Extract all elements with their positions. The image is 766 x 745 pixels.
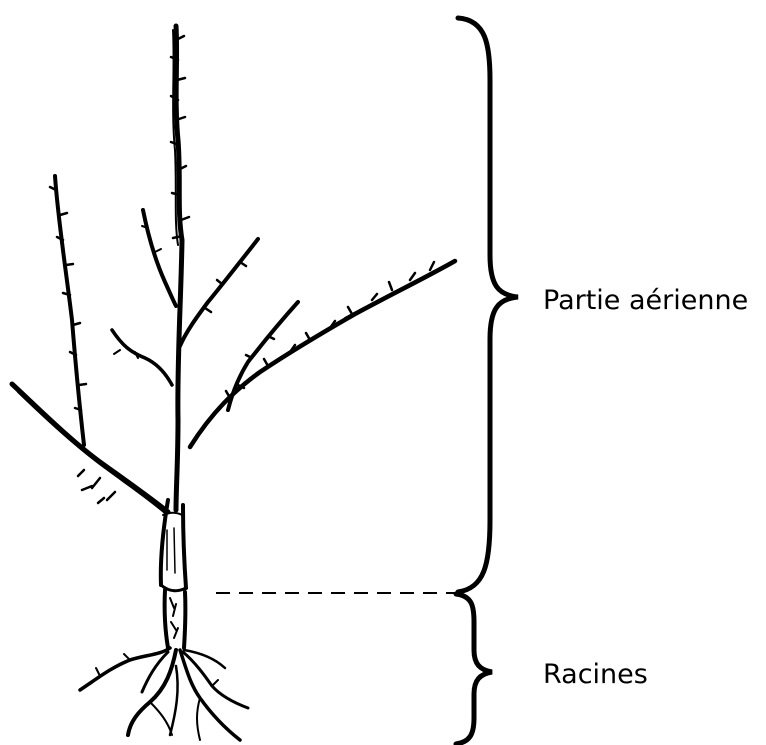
upper-inner-branch xyxy=(142,210,176,306)
right-upper-branch xyxy=(180,239,258,346)
main-leader xyxy=(171,26,189,510)
trunk xyxy=(161,500,186,648)
aerial-part-brace xyxy=(458,18,518,592)
roots-label: Racines xyxy=(543,661,648,688)
roots xyxy=(80,648,248,740)
left-stub-branch xyxy=(112,330,172,385)
left-tall-branch xyxy=(50,176,86,445)
right-long-branch xyxy=(190,261,455,447)
lower-left-branch xyxy=(12,384,168,514)
roots-brace xyxy=(456,594,492,744)
tree-illustration xyxy=(12,26,455,740)
aerial-part-label: Partie aérienne xyxy=(543,287,748,314)
